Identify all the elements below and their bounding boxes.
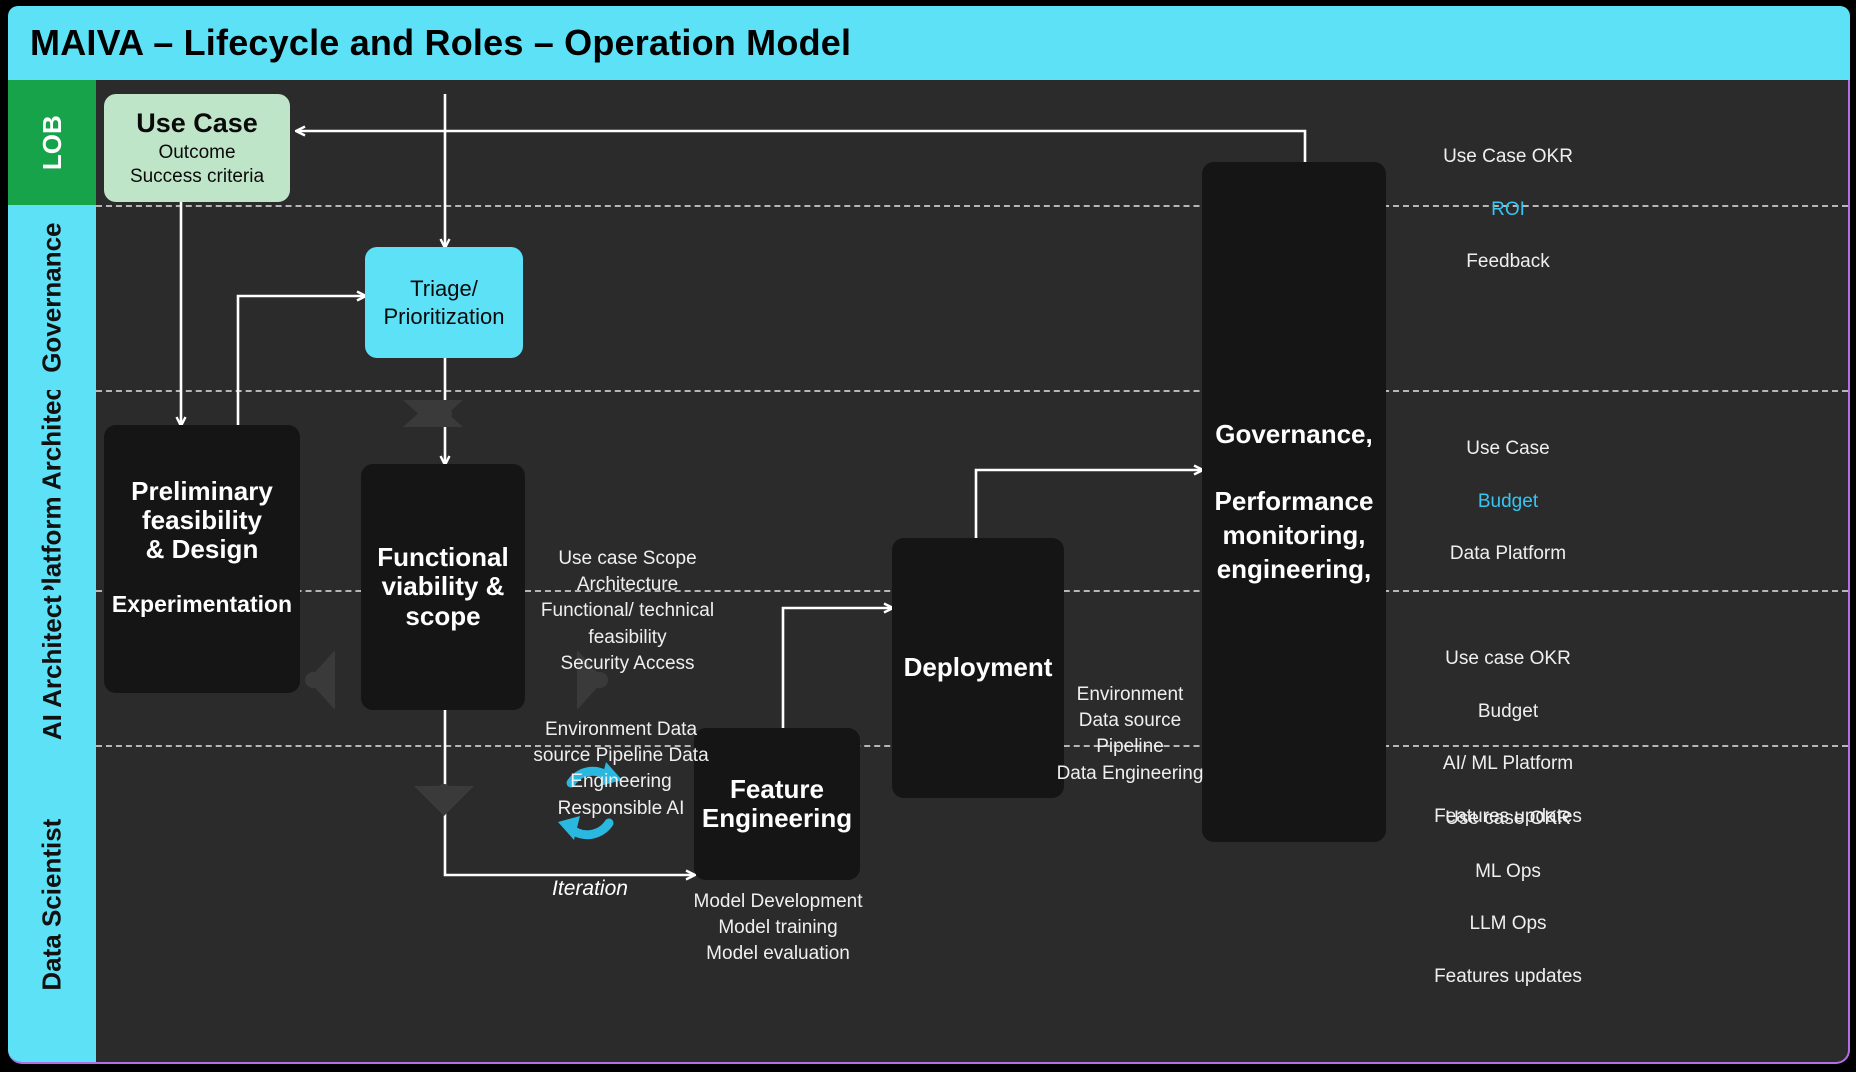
title-bar: MAIVA – Lifecycle and Roles – Operation … [8,6,1850,80]
wire-feature-engineering-to-deployment [781,608,892,728]
swimlane-label-column: LOB Governance Platform Architect AI Arc… [8,80,96,1062]
node-use-case-line1: Outcome [158,141,236,163]
lane-divider-2 [96,390,1848,392]
annotation-environment-data: Environment Data source Pipeline Data En… [533,719,709,819]
right-output-ds-line-3: Features updates [1434,965,1582,987]
node-feature-engineering[interactable]: Feature Engineering [694,728,860,880]
node-deployment[interactable]: Deployment [892,538,1064,798]
swimlane-label-data-scientist: Data Scientist [8,745,96,1062]
right-output-platform-line-2: Data Platform [1449,543,1567,565]
swimlane-label-governance: Governance [8,205,96,390]
node-triage-line1: Triage/ [410,276,478,301]
swimlane-label-lob-text: LOB [36,115,67,170]
right-output-ai-architect: Use case OKR Budget AI/ ML Platform Feat… [1393,620,1623,856]
right-output-platform-line-0: Use Case [1466,438,1550,460]
node-use-case-title: Use Case [136,107,258,138]
swimlane-label-governance-text: Governance [36,222,67,373]
swimlane-label-data-scientist-text: Data Scientist [36,818,67,991]
annotation-model-development: Model Development Model training Model e… [693,891,863,965]
right-output-lob-line-1: ROI [1491,198,1525,220]
node-functional-viability-title: Functional viability & scope [377,542,509,631]
right-output-lob-line-0: Use Case OKR [1443,146,1573,168]
handoff-marker-up-1 [403,400,463,427]
node-use-case-line2: Success criteria [129,165,265,187]
right-output-platform-architect: Use Case Budget Data Platform [1393,410,1623,594]
annotation-deployment-environment: Environment Data source Pipeline Data En… [1056,684,1204,784]
node-preliminary-feasibility-sub: Experimentation [111,591,293,618]
right-output-platform-line-1: Budget [1477,490,1539,512]
handoff-marker-down-2 [414,786,474,816]
node-governance[interactable]: Governance, Performance monitoring, engi… [1202,162,1386,842]
node-triage-prioritization[interactable]: Triage/ Prioritization [365,247,523,358]
swimlane-label-ai-architect: AI Architect [8,590,96,745]
right-output-ds-line-0: Use case OKR [1445,808,1571,830]
node-preliminary-feasibility[interactable]: Preliminary feasibility & Design Experim… [104,425,300,693]
node-deployment-title: Deployment [903,652,1053,683]
right-output-ai-line-0: Use case OKR [1445,648,1571,670]
handoff-marker-down-1 [403,400,463,427]
right-output-lob-line-2: Feedback [1466,251,1550,273]
node-functional-viability[interactable]: Functional viability & scope [361,464,525,710]
node-preliminary-feasibility-title: Preliminary feasibility & Design [131,476,273,565]
page-title: MAIVA – Lifecycle and Roles – Operation … [30,22,852,63]
right-output-ai-line-1: Budget [1477,700,1539,722]
right-output-data-scientist: Use case OKR ML Ops LLM Ops Features upd… [1393,780,1623,1016]
swimlane-label-platform-architect-text: Platform Architect [36,390,67,590]
swimlane-label-lob: LOB [8,80,96,205]
swimlane-label-ai-architect-text: AI Architect [36,595,67,740]
right-output-ai-line-2: AI/ ML Platform [1442,753,1574,775]
diagram-canvas: LOB Governance Platform Architect AI Arc… [8,80,1850,1064]
right-output-ai-line-3: Features updates [1434,805,1582,827]
annotation-use-case-scope: Use case Scope Architecture Functional/ … [540,548,715,674]
lane-divider-1 [96,205,1848,207]
node-triage-line2: Prioritization [383,303,505,329]
wire-governance-to-usecase [297,131,1307,164]
right-output-ds-line-1: ML Ops [1475,860,1541,882]
right-output-lob: Use Case OKR ROI Feedback [1393,118,1623,302]
annotation-iteration: Iteration [552,877,628,900]
swimlane-label-platform-architect: Platform Architect [8,390,96,590]
handoff-marker-left-1 [308,650,335,710]
node-feature-engineering-title: Feature Engineering [701,773,853,833]
node-governance-title: Governance, Performance monitoring, engi… [1214,418,1374,584]
right-output-ds-line-2: LLM Ops [1469,913,1547,935]
node-use-case[interactable]: Use Case Outcome Success criteria [104,94,290,202]
wire-feasibility-to-triage [236,296,365,425]
